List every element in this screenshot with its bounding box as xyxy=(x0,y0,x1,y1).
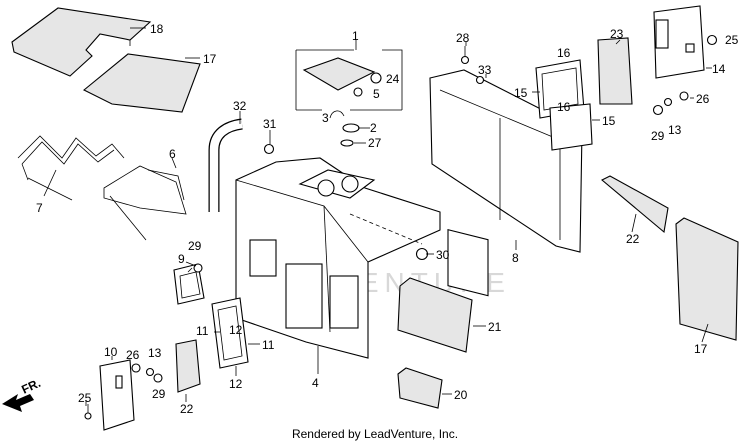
callout-18: 18 xyxy=(150,22,164,36)
callout-22: 22 xyxy=(180,402,194,416)
part-32-hose xyxy=(208,118,243,212)
callout-13-top: 13 xyxy=(668,123,682,137)
callout-7: 7 xyxy=(36,201,43,215)
part-23-panel xyxy=(597,37,633,105)
part-17-pad xyxy=(82,53,201,113)
callout-29-top: 29 xyxy=(651,129,665,143)
front-label: FR. xyxy=(19,376,42,397)
part-30-nut xyxy=(415,247,429,261)
callout-13-bottom: 13 xyxy=(148,346,162,360)
part-28-bolt xyxy=(460,46,470,65)
leader-lines xyxy=(43,27,712,406)
part-20-glass xyxy=(397,277,473,353)
callout-14: 14 xyxy=(712,62,726,76)
part-29-13-hardware xyxy=(652,97,673,116)
callout-6: 6 xyxy=(169,147,176,161)
callout-32: 32 xyxy=(233,99,247,113)
callout-12-top: 12 xyxy=(229,323,243,337)
part-19-glass xyxy=(397,367,443,409)
callout-15-left: 15 xyxy=(514,86,528,100)
callout-23: 23 xyxy=(610,27,624,41)
front-arrow: FR. xyxy=(2,376,43,412)
callout-29-mid: 29 xyxy=(188,239,202,253)
callout-17-bottom: 17 xyxy=(694,342,708,356)
callout-11-left: 11 xyxy=(196,324,209,338)
callout-33: 33 xyxy=(478,63,492,77)
callout-31: 31 xyxy=(263,117,277,131)
part-10-door xyxy=(99,359,135,431)
callout-25-top: 25 xyxy=(725,33,739,47)
callout-21: 22 xyxy=(626,232,640,246)
part-4-cab-body xyxy=(235,157,441,359)
part-18-pad xyxy=(11,7,152,77)
part-22-panel xyxy=(175,339,201,393)
callout-19: 20 xyxy=(454,388,468,402)
callout-29-bottom: 29 xyxy=(152,387,166,401)
callout-28: 28 xyxy=(456,31,470,45)
part-14-door xyxy=(653,5,718,101)
part-25-bolt xyxy=(84,404,92,420)
callouts: 18 17 7 6 1 24 5 3 2 27 32 31 4 8 30 21 … xyxy=(36,22,739,416)
callout-27: 27 xyxy=(368,136,382,150)
part-6-rod xyxy=(103,165,187,241)
callout-17-top: 17 xyxy=(203,52,217,66)
callout-20: 21 xyxy=(488,320,502,334)
callout-10: 10 xyxy=(104,345,118,359)
part-17-glass xyxy=(675,217,739,341)
part-15-16-frame xyxy=(535,59,593,151)
callout-24: 24 xyxy=(386,72,400,86)
part-9-bracket xyxy=(173,263,205,305)
callout-3: 3 xyxy=(322,111,329,125)
part-13-26-29-hardware xyxy=(131,363,163,383)
callout-30: 30 xyxy=(436,248,450,262)
callout-9: 9 xyxy=(178,252,185,266)
callout-11-right: 11 xyxy=(262,338,275,352)
callout-2: 2 xyxy=(370,121,377,135)
footer-credit: Rendered by LeadVenture, Inc. xyxy=(291,427,459,441)
part-21-glass xyxy=(601,175,669,234)
callout-5: 5 xyxy=(373,87,380,101)
callout-4: 4 xyxy=(312,376,319,390)
callout-16-top: 16 xyxy=(557,46,571,60)
part-11-12-frame xyxy=(211,297,249,369)
part-7-rod xyxy=(17,135,125,201)
part-31-clamp xyxy=(263,143,275,155)
callout-8: 8 xyxy=(512,251,519,265)
callout-1: 1 xyxy=(352,29,359,43)
callout-16-bottom: 16 xyxy=(557,100,571,114)
callout-12-bottom: 12 xyxy=(229,377,243,391)
callout-25-bottom: 25 xyxy=(78,391,92,405)
part-1-group xyxy=(295,49,403,147)
part-33-bolt xyxy=(475,75,485,85)
callout-26-top: 26 xyxy=(696,92,710,106)
callout-15-right: 15 xyxy=(602,114,616,128)
callout-26-bottom: 26 xyxy=(126,348,140,362)
